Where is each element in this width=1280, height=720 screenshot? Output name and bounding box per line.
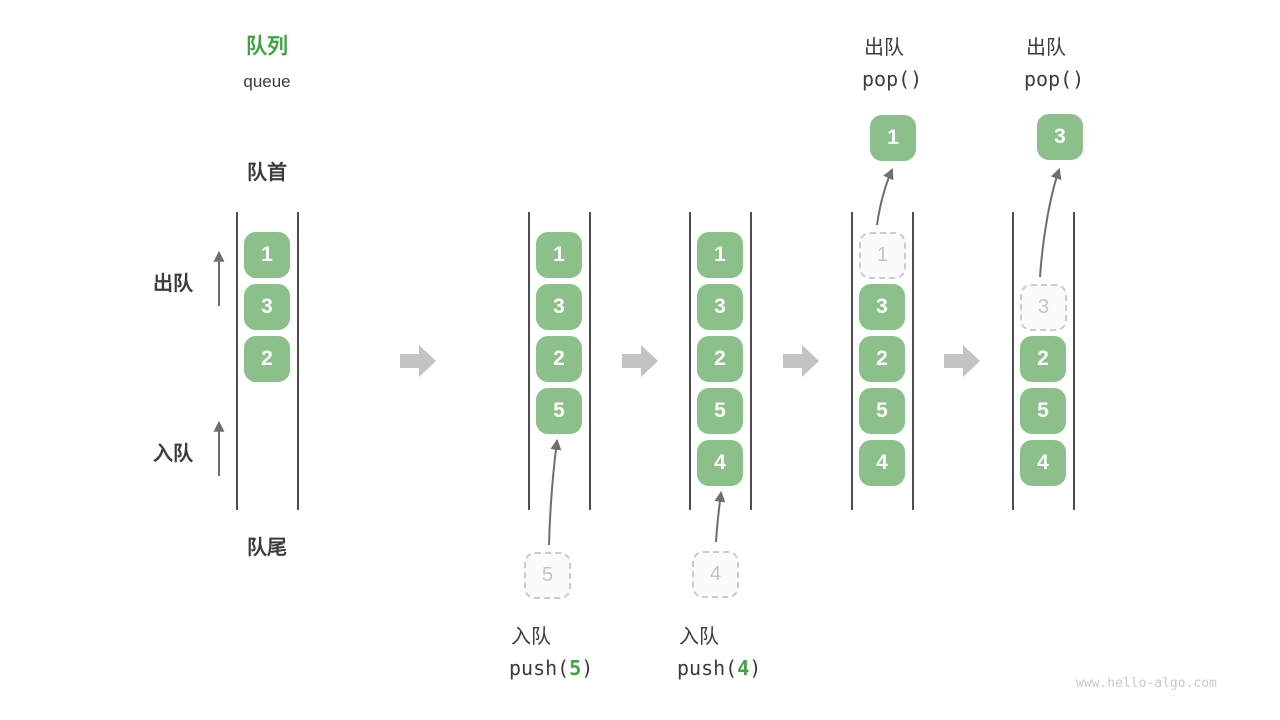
pending-push-5-box: 5 xyxy=(524,552,571,599)
queue-1-left-rail xyxy=(236,212,238,510)
push-code-prefix: push( xyxy=(677,656,738,680)
push-code-prefix: push( xyxy=(509,656,570,680)
queue-5-ghost-cell: 3 xyxy=(1020,284,1067,331)
pop-3-arrow-icon xyxy=(1039,167,1062,278)
queue-3-cell: 1 xyxy=(697,232,743,278)
enqueue-side-label: 入队 xyxy=(153,443,193,465)
queue-4-left-rail xyxy=(851,212,853,510)
push-5-arrow-icon xyxy=(548,438,562,546)
queue-1-cell: 3 xyxy=(244,284,290,330)
diagram-title-en: queue xyxy=(243,72,291,91)
queue-4-cell: 5 xyxy=(859,388,905,434)
enqueue-direction-arrow-icon xyxy=(213,420,225,476)
queue-2-left-rail xyxy=(528,212,530,510)
queue-2-cell: 2 xyxy=(536,336,582,382)
queue-3-cell: 4 xyxy=(697,440,743,486)
queue-2-cell: 5 xyxy=(536,388,582,434)
queue-5-cell: 4 xyxy=(1020,440,1066,486)
queue-4-cell: 4 xyxy=(859,440,905,486)
queue-front-label: 队首 xyxy=(247,162,287,184)
queue-4-cell: 2 xyxy=(859,336,905,382)
pop-1-arrow-icon xyxy=(876,168,894,226)
queue-4-ghost-cell: 1 xyxy=(859,232,906,279)
state-transition-arrow-icon xyxy=(944,345,980,377)
diagram-title-zh: 队列 xyxy=(246,35,288,58)
pop-op-code: pop() xyxy=(1024,67,1085,91)
push-op-label-zh: 入队 xyxy=(679,626,719,648)
queue-5-right-rail xyxy=(1073,212,1075,510)
watermark: www.hello-algo.com xyxy=(1076,676,1217,691)
queue-3-cell: 5 xyxy=(697,388,743,434)
queue-3-right-rail xyxy=(750,212,752,510)
pop-op-code: pop() xyxy=(862,67,923,91)
push-code-arg: 4 xyxy=(737,656,750,680)
push-code-arg: 5 xyxy=(569,656,582,680)
queue-1-cell: 2 xyxy=(244,336,290,382)
queue-1-right-rail xyxy=(297,212,299,510)
queue-5-cell: 2 xyxy=(1020,336,1066,382)
push-code-suffix: ) xyxy=(581,656,594,680)
queue-4-cell: 3 xyxy=(859,284,905,330)
push-op-code: push(4) xyxy=(677,656,761,680)
queue-2-cell: 3 xyxy=(536,284,582,330)
state-transition-arrow-icon xyxy=(400,345,436,377)
queue-2-cell: 1 xyxy=(536,232,582,278)
queue-5-left-rail xyxy=(1012,212,1014,510)
pop-op-label-zh: 出队 xyxy=(864,37,904,59)
queue-5-cell: 5 xyxy=(1020,388,1066,434)
popped-value-box: 3 xyxy=(1037,114,1083,160)
push-4-arrow-icon xyxy=(714,490,726,543)
queue-4-right-rail xyxy=(912,212,914,510)
queue-2-right-rail xyxy=(589,212,591,510)
push-op-label-zh: 入队 xyxy=(511,626,551,648)
pending-push-4-box: 4 xyxy=(692,551,739,598)
push-code-suffix: ) xyxy=(749,656,762,680)
dequeue-direction-arrow-icon xyxy=(213,250,225,306)
queue-3-cell: 3 xyxy=(697,284,743,330)
pop-op-label-zh: 出队 xyxy=(1026,37,1066,59)
popped-value-box: 1 xyxy=(870,115,916,161)
dequeue-side-label: 出队 xyxy=(153,273,193,295)
queue-1-cell: 1 xyxy=(244,232,290,278)
queue-3-left-rail xyxy=(689,212,691,510)
state-transition-arrow-icon xyxy=(622,345,658,377)
queue-3-cell: 2 xyxy=(697,336,743,382)
queue-rear-label: 队尾 xyxy=(247,537,287,559)
state-transition-arrow-icon xyxy=(783,345,819,377)
push-op-code: push(5) xyxy=(509,656,593,680)
